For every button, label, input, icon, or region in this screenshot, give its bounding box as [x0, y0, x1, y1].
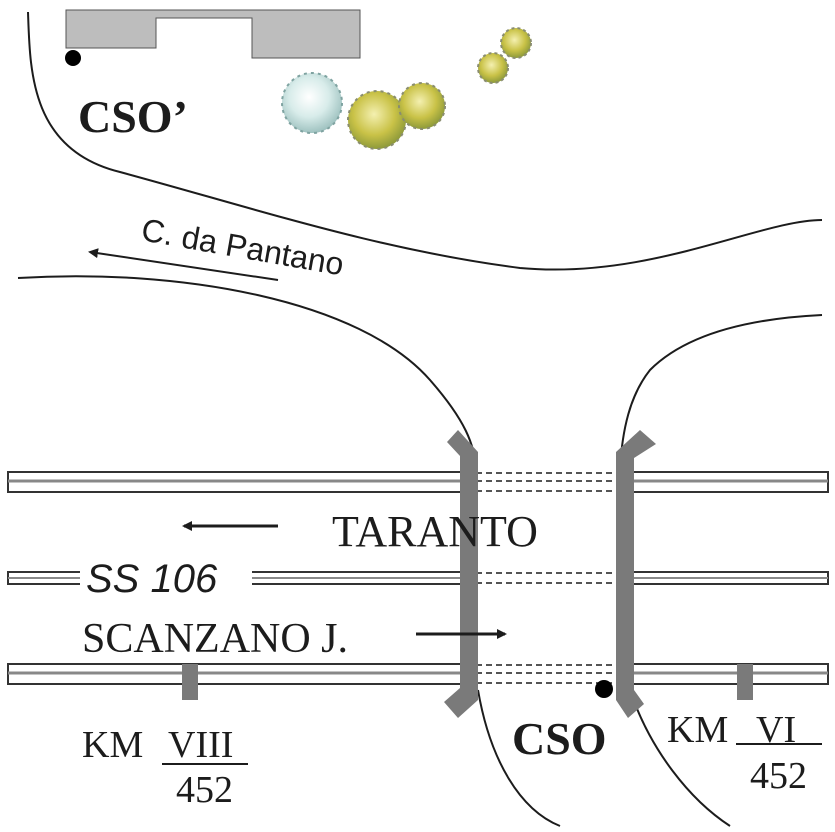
km-post — [182, 664, 198, 700]
underpass-dashes — [476, 472, 628, 684]
road-edge-west — [17, 275, 477, 471]
highway-name-backdrop — [80, 560, 252, 596]
site-label-north: CSO’ — [78, 91, 188, 142]
arrow-left-icon — [88, 248, 279, 281]
road-label: C. da Pantano — [139, 211, 347, 282]
tree-icon — [281, 27, 532, 150]
km-label: KM — [82, 724, 143, 766]
direction-east-label: SCANZANO J. — [82, 616, 348, 662]
road-edge-east — [619, 314, 823, 471]
marker-dot-icon — [65, 50, 81, 66]
site-label-south: CSO — [512, 713, 607, 764]
km-label: KM — [667, 709, 728, 751]
overpass-structure — [444, 430, 656, 718]
km-roman: VIII — [168, 724, 233, 766]
km-post — [737, 664, 753, 700]
km-marker-west: KM VIII 452 — [82, 724, 248, 811]
km-number: 452 — [750, 755, 807, 797]
highway-name: SS 106 — [86, 557, 218, 601]
road-edge-southeast — [629, 689, 731, 827]
boundary-line-north — [27, 11, 823, 271]
direction-west-label: TARANTO — [332, 507, 538, 556]
km-marker-east: KM VI 452 — [667, 709, 822, 797]
road-edge-southwest — [477, 689, 561, 827]
marker-dot-icon — [595, 680, 613, 698]
building-icon — [65, 9, 361, 59]
km-number: 452 — [176, 769, 233, 811]
